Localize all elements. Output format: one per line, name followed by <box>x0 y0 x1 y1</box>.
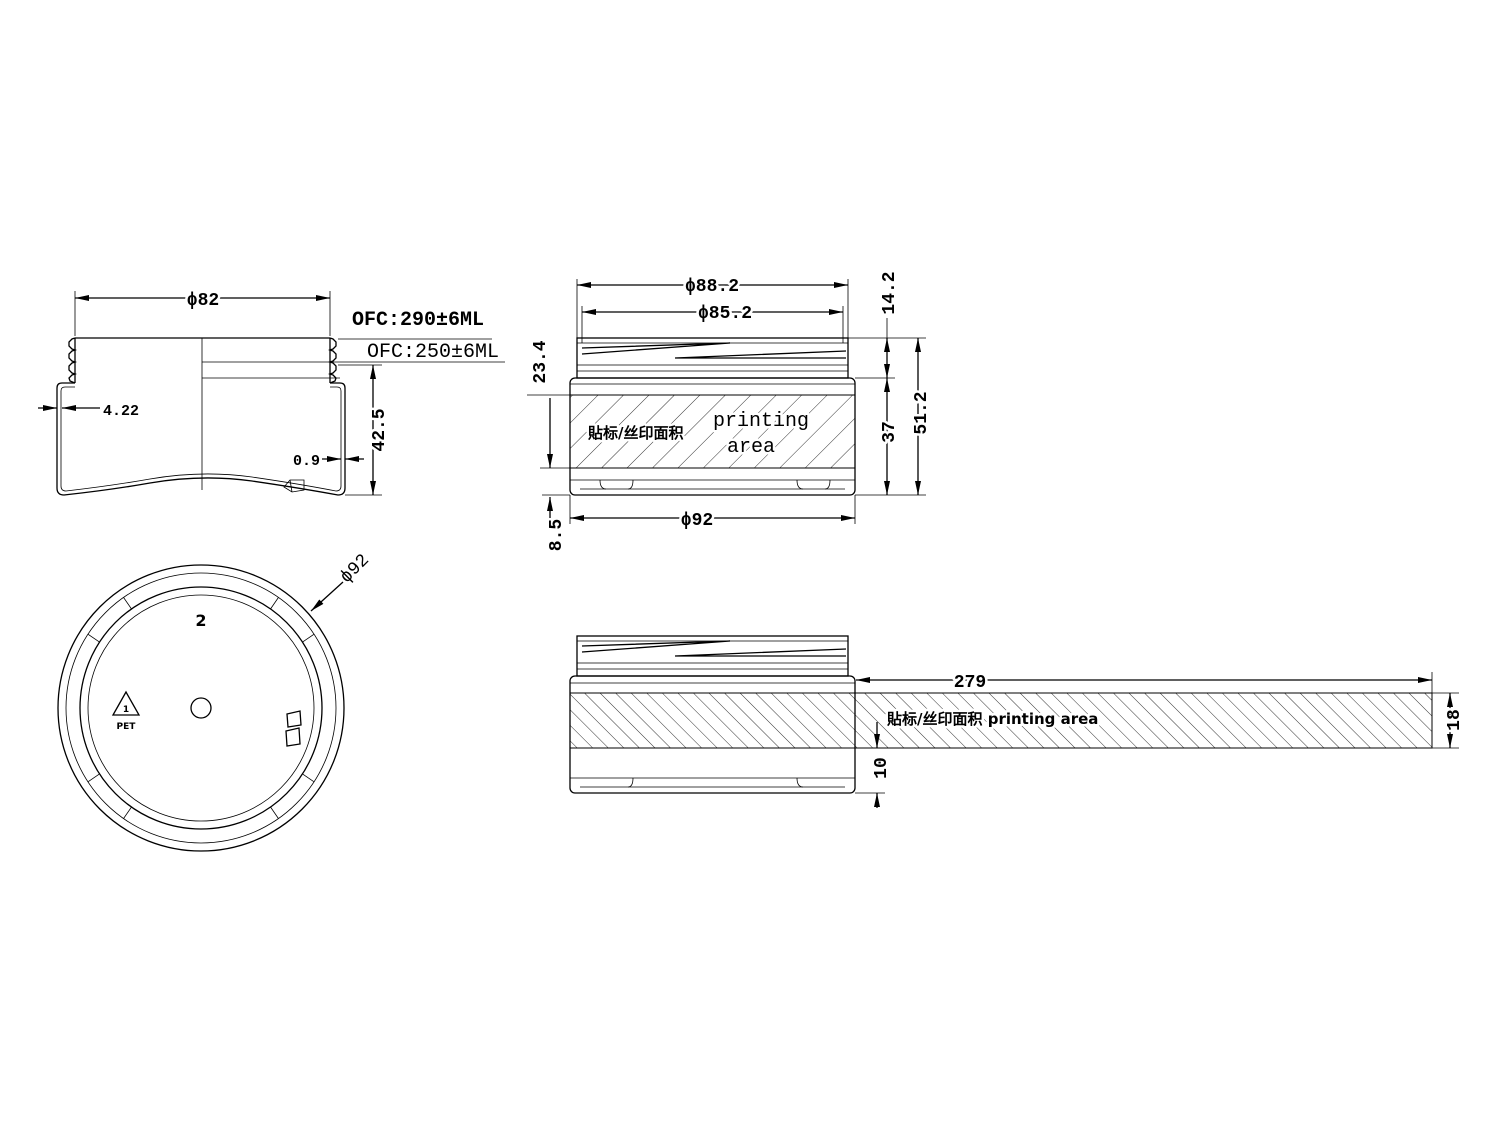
print-length-label: 279 <box>954 673 986 693</box>
segment-tick <box>270 806 279 819</box>
thread-root-diameter-label: ϕ85.2 <box>698 304 752 324</box>
neck-height-label: 14.2 <box>880 271 900 314</box>
print-height-label: 18 <box>1445 709 1465 731</box>
wall-thickness-label: 4.22 <box>103 403 139 420</box>
segment-tick <box>270 597 279 610</box>
segment-tick <box>123 597 132 610</box>
body-diameter-label: ϕ92 <box>681 511 713 531</box>
body-height-label: 37 <box>880 421 900 443</box>
gate-point <box>190 697 212 719</box>
print-area-en-line1: printing <box>713 410 809 433</box>
recycle-icon: 1 PET <box>111 690 141 732</box>
thread-profile-right <box>327 337 337 384</box>
bottom-view: 2 1 PET ϕ92 <box>57 551 374 852</box>
base-offset-label: 8.5 <box>547 519 567 551</box>
thread-end <box>674 648 847 657</box>
section-view: ϕ82 OFC:290±6ML OFC:250±6ML 4.22 0.9 42.… <box>38 289 505 496</box>
segment-tick <box>87 633 100 643</box>
body-outer-wall <box>56 382 346 496</box>
printing-area-hatch <box>569 394 856 469</box>
printing-strip-hatch <box>569 692 1433 749</box>
section-diameter-label: ϕ82 <box>187 291 219 311</box>
base-ring-inner <box>87 594 315 822</box>
print-offset-label: 10 <box>872 757 892 779</box>
ofc-250-label: OFC:250±6ML <box>367 341 499 364</box>
segment-tick <box>302 633 315 643</box>
ofc-290-label: OFC:290±6ML <box>352 309 484 332</box>
date-code-mark <box>285 710 302 747</box>
base-ring <box>79 586 323 830</box>
thread-start <box>581 342 731 355</box>
print-area-cn-label: 貼标/丝印面积 <box>588 424 683 442</box>
print-area-label: 貼标/丝印面积 printing area <box>887 710 1098 728</box>
cavity-number: 2 <box>195 611 206 630</box>
segment-tick <box>87 773 100 783</box>
resin-code: PET <box>117 722 137 732</box>
resin-number: 1 <box>123 705 129 715</box>
segment-tick <box>123 806 132 819</box>
unrolled-view: 279 貼标/丝印面积 printing area 18 10 <box>569 635 1468 808</box>
thread-start <box>581 640 731 653</box>
mold-mark <box>283 479 305 493</box>
body-inner-wall <box>60 386 342 492</box>
thread-outer-diameter-label: ϕ88.2 <box>685 277 739 297</box>
thread-end <box>674 350 847 359</box>
total-height-label: 51.2 <box>912 391 932 434</box>
leader-line <box>310 581 344 612</box>
recycle-arrows <box>116 700 136 716</box>
bottom-thickness-label: 0.9 <box>293 453 320 470</box>
base-foot <box>627 777 804 788</box>
print-area-en-line2: area <box>727 436 775 459</box>
foot-segment-ticks <box>87 597 315 819</box>
segment-tick <box>302 773 315 783</box>
label-dim-label: 23.4 <box>531 340 551 383</box>
thread-profile-left <box>68 337 78 384</box>
side-view: ϕ88.2 ϕ85.2 貼标/丝印面积 printing area 23.4 8… <box>527 269 935 554</box>
height-label: 42.5 <box>370 408 390 451</box>
rim-inner-edge <box>65 572 337 844</box>
outer-rim <box>57 564 345 852</box>
base-foot <box>599 479 831 490</box>
